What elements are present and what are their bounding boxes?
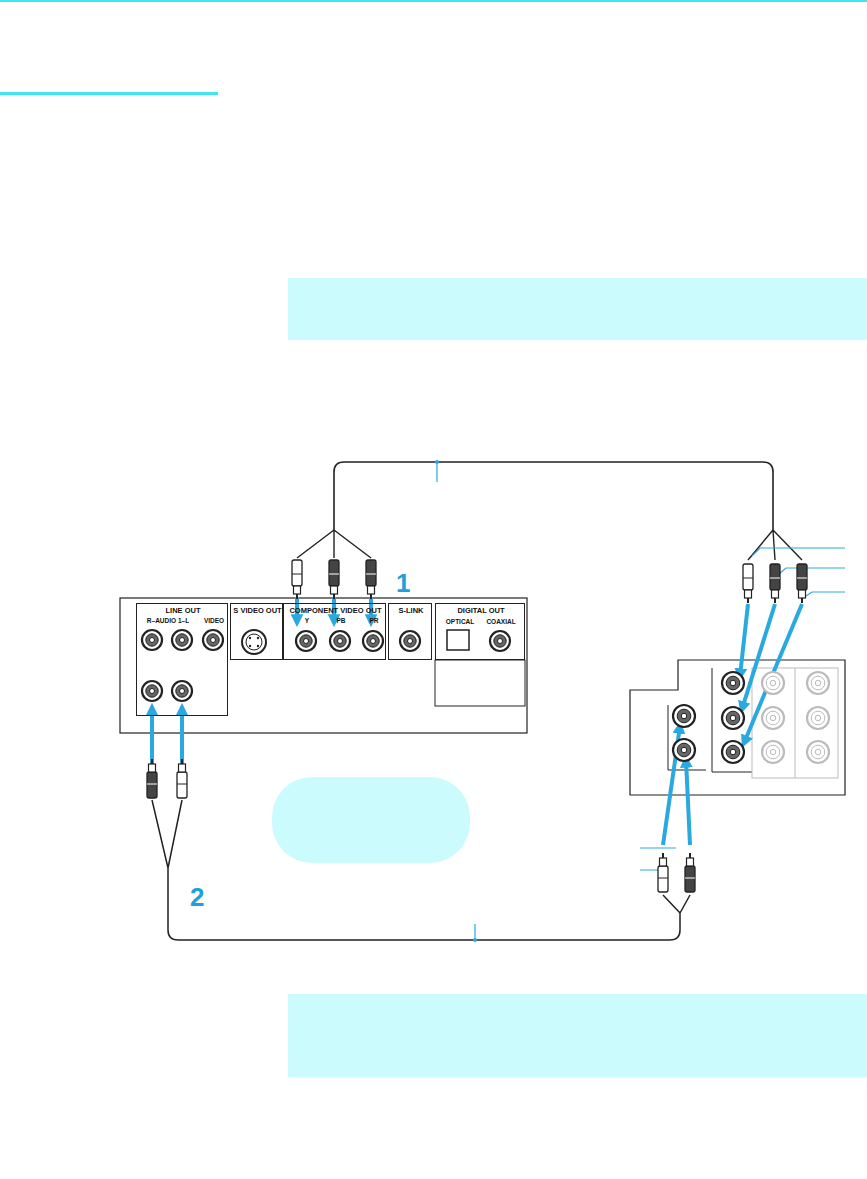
panel-section (752, 668, 838, 778)
leader-dot (435, 460, 439, 464)
jack-label: VIDEO (204, 618, 224, 625)
panel-section: S-LINK (388, 603, 432, 660)
section-rule (0, 92, 218, 95)
panel-section (435, 660, 525, 706)
jack-label: Y (305, 618, 309, 625)
jack-label: COAXIAL (486, 619, 515, 626)
callout-number: 1 (396, 570, 410, 596)
insertion-arrows (152, 597, 802, 845)
audio-cable (152, 800, 690, 940)
panel-section: LINE OUT R–AUDIO 1–L VIDEO (136, 603, 228, 716)
panel-heading: S VIDEO OUT (233, 607, 281, 615)
note-band (288, 278, 867, 340)
panel-section: S VIDEO OUT (230, 603, 283, 660)
leader-dot (473, 938, 477, 942)
leader-line (474, 924, 475, 939)
top-rule (0, 0, 867, 2)
callout-bubble (272, 777, 470, 863)
jack-symbols (142, 630, 829, 763)
plug-symbols (147, 560, 807, 892)
panel-heading: COMPONENT VIDEO OUT (289, 607, 381, 615)
cable-split (297, 530, 371, 558)
leader-line (752, 548, 845, 596)
jack-label: R–AUDIO 1–L (147, 618, 189, 625)
panel-section (795, 668, 796, 778)
panel-heading: LINE OUT (166, 607, 201, 615)
panel-heading: S-LINK (399, 607, 424, 615)
panel-section: DIGITAL OUT OPTICAL COAXIAL (435, 603, 525, 660)
leader-line (436, 463, 437, 482)
panel-section (712, 668, 752, 772)
component-cable (334, 462, 773, 530)
cable-split (748, 530, 802, 560)
panel-section: COMPONENT VIDEO OUT Y PB PR (283, 603, 386, 660)
callout-number: 2 (190, 884, 204, 910)
note-band (288, 994, 867, 1077)
panel-heading: DIGITAL OUT (457, 607, 504, 615)
jack-label: PB (336, 618, 345, 625)
jack-label: PR (369, 618, 378, 625)
tv-rear-panel (630, 660, 845, 795)
jack-label: OPTICAL (446, 619, 475, 626)
